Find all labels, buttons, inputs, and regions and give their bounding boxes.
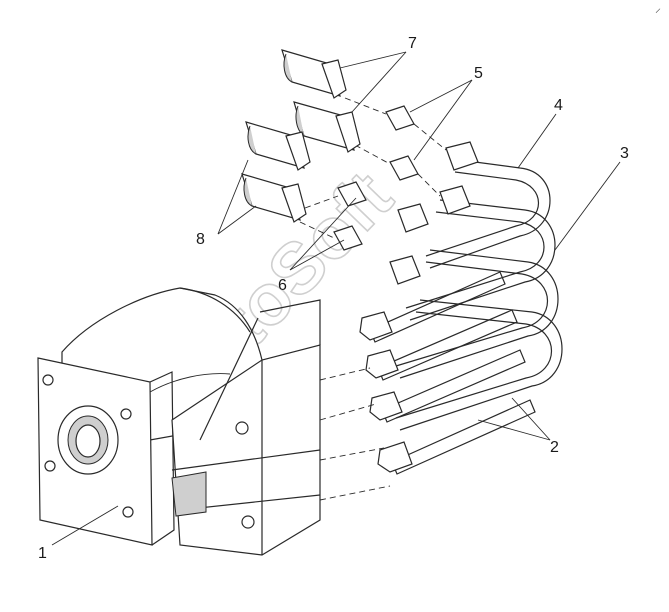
u-pipes <box>389 141 563 431</box>
callout-2: 2 <box>550 439 559 456</box>
callout-4: 4 <box>554 97 563 114</box>
callout-5: 5 <box>474 65 483 82</box>
callout-8: 8 <box>196 231 205 248</box>
leader-lines <box>51 51 621 546</box>
pipe-nut <box>445 141 479 171</box>
unions <box>299 97 447 251</box>
hose-fittings <box>241 49 361 223</box>
corner-mark: ⸝ <box>655 1 661 15</box>
callout-3: 3 <box>620 145 629 162</box>
callout-1: 1 <box>38 545 47 562</box>
callout-6: 6 <box>278 277 287 294</box>
callout-7: 7 <box>408 35 417 52</box>
drive-shaft <box>75 424 101 458</box>
long-bolts <box>319 271 536 501</box>
distributor-block <box>171 299 321 556</box>
